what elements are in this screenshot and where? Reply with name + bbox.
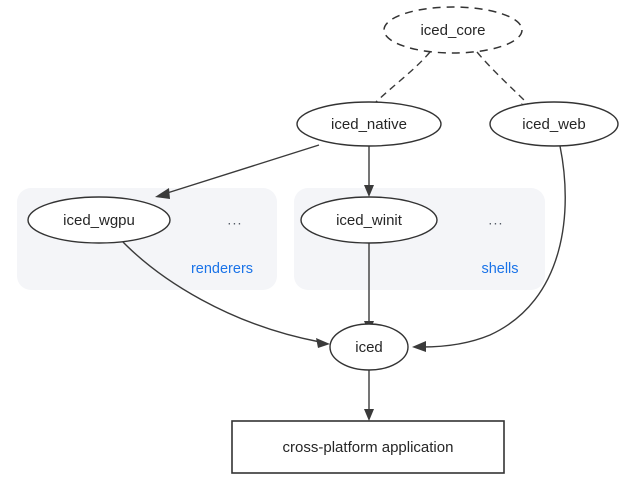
cluster-label-shells: shells — [481, 261, 518, 277]
node-shape-iced-web[interactable] — [489, 101, 619, 147]
edge-iced-to-app — [364, 370, 374, 421]
node-iced[interactable]: iced — [329, 323, 409, 371]
node-shape-iced-native[interactable] — [296, 101, 442, 147]
cluster-label-renderers: renderers — [191, 261, 253, 277]
node-shape-iced-wgpu[interactable] — [27, 196, 171, 244]
node-iced-native[interactable]: iced_native — [296, 101, 442, 147]
node-label-iced-web: iced_web — [522, 116, 585, 133]
ellipsis-shells: ... — [488, 212, 503, 228]
node-label-iced-core: iced_core — [420, 22, 485, 39]
node-shape-iced[interactable] — [329, 323, 409, 371]
edge-iced-native-to-iced-winit — [364, 144, 374, 197]
node-label-iced: iced — [355, 339, 383, 356]
node-label-iced-winit: iced_winit — [336, 212, 403, 229]
ellipsis-renderers: ... — [227, 212, 242, 228]
edge-iced-native-to-iced-wgpu — [155, 144, 320, 199]
edge-iced-wgpu-to-iced — [121, 240, 330, 348]
node-iced-wgpu[interactable]: iced_wgpu — [27, 196, 171, 244]
node-label-iced-native: iced_native — [331, 116, 407, 133]
node-iced-core[interactable]: iced_core — [383, 6, 523, 54]
node-shape-iced-core[interactable] — [383, 6, 523, 54]
node-shape-iced-winit[interactable] — [300, 196, 438, 244]
node-iced-web[interactable]: iced_web — [489, 101, 619, 147]
node-app[interactable]: cross-platform application — [231, 420, 505, 474]
node-iced-winit[interactable]: iced_winit — [300, 196, 438, 244]
node-shape-app[interactable] — [231, 420, 505, 474]
node-label-iced-wgpu: iced_wgpu — [63, 212, 135, 229]
node-label-app: cross-platform application — [283, 439, 454, 456]
edge-iced-core-to-iced-web — [476, 51, 534, 112]
edge-iced-web-to-iced — [412, 145, 566, 352]
